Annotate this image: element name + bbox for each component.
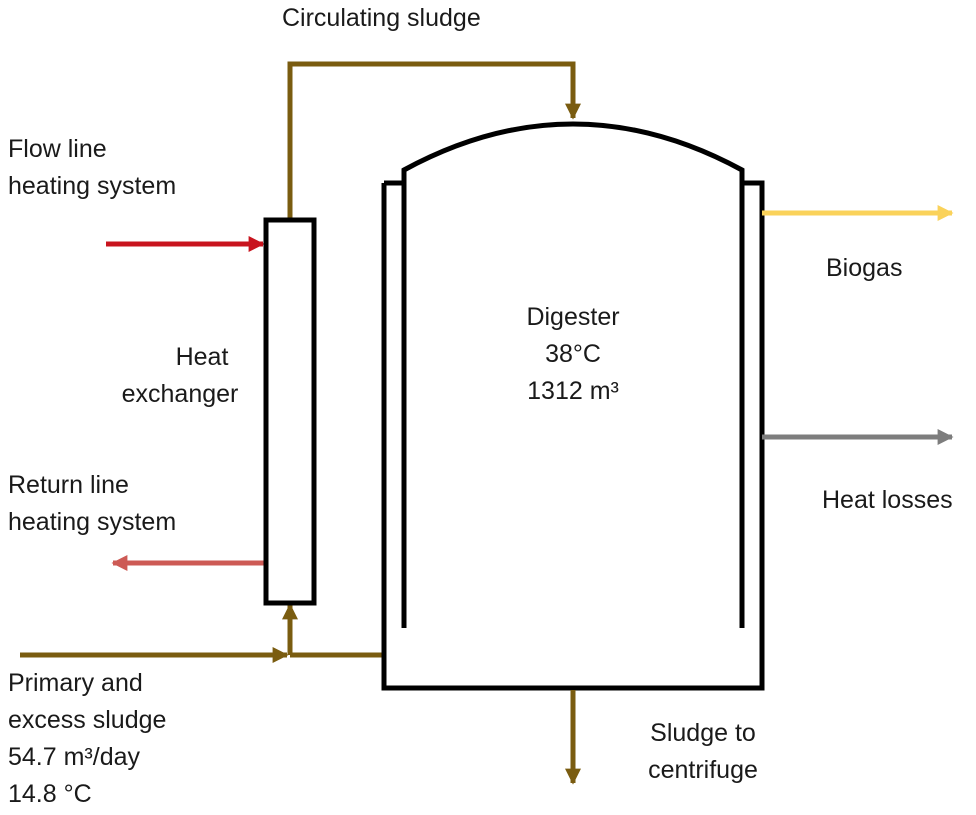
primary-sludge-label-line-4: 14.8 °C	[8, 780, 92, 808]
sludge-to-centrifuge-label: Sludge to centrifuge	[628, 715, 778, 789]
return-line-label-line-1: Return line	[8, 471, 129, 499]
digester-label: Digester 38°C 1312 m³	[493, 299, 653, 410]
circulating-sludge-label: Circulating sludge	[282, 4, 481, 32]
circulating-sludge-line	[287, 61, 582, 220]
digester-outer-wall	[381, 180, 765, 691]
sludge-to-centrifuge-line-2: centrifuge	[648, 756, 758, 784]
primary-sludge-label: Primary and excess sludge 54.7 m³/day 14…	[8, 665, 166, 813]
primary-sludge-label-line-1: Primary and	[8, 669, 143, 697]
digester-volume: 1312 m³	[527, 377, 619, 405]
digester-temperature: 38°C	[545, 340, 601, 368]
digester-name: Digester	[526, 303, 620, 331]
biogas-label: Biogas	[826, 254, 903, 282]
primary-sludge-label-line-2: excess sludge	[8, 706, 167, 734]
heat-exchanger-label-line-2: exchanger	[121, 380, 239, 408]
flow-line-label-line-1: Flow line	[8, 135, 107, 163]
sludge-to-centrifuge-line-1: Sludge to	[650, 719, 756, 747]
primary-sludge-label-line-3: 54.7 m³/day	[8, 743, 141, 771]
heat-exchanger-label: Heat exchanger	[100, 339, 260, 413]
flow-line-label: Flow line heating system	[8, 131, 176, 205]
return-line-label-line-2: heating system	[8, 508, 177, 536]
digester-inner-wall	[401, 121, 745, 628]
heat-exchanger-label-line-1: Heat	[175, 343, 229, 371]
heat-losses-label: Heat losses	[822, 486, 953, 514]
flow-line-label-line-2: heating system	[8, 172, 177, 200]
heat-exchanger-box	[263, 217, 317, 606]
return-line-label: Return line heating system	[8, 467, 176, 541]
